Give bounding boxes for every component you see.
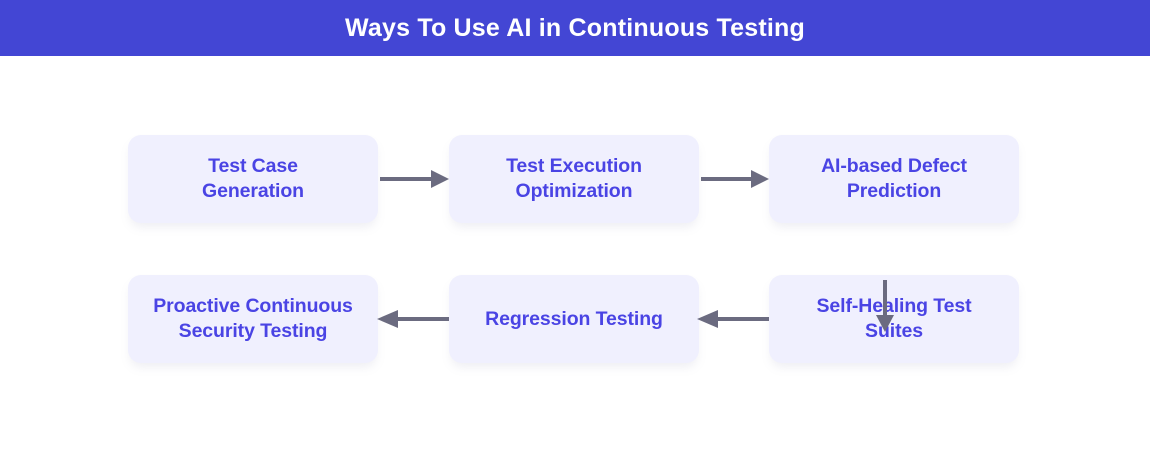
flow-node-label-line1: Proactive Continuous <box>153 295 353 318</box>
flow-node-label-line2: Suites <box>865 320 923 342</box>
arrow-left-icon <box>697 308 769 330</box>
flow-node-regression-testing[interactable]: Regression Testing <box>449 275 699 363</box>
flow-node-label: AI-based Defect Prediction <box>821 154 967 204</box>
flow-node-label-line1: Self-Healing Test <box>816 295 972 318</box>
flow-node-label: Test Case Generation <box>202 154 304 204</box>
flow-node-label-line2: Security Testing <box>178 320 328 342</box>
flow-node-label-line2: Generation <box>202 180 304 202</box>
flow-node-ai-based-defect-prediction[interactable]: AI-based Defect Prediction <box>769 135 1019 223</box>
arrow-left-icon <box>377 308 449 330</box>
header-banner: Ways To Use AI in Continuous Testing <box>0 0 1150 56</box>
flow-node-label: Regression Testing <box>485 307 663 332</box>
arrow-down-icon <box>874 280 896 332</box>
flowchart: Test Case Generation Test Execution Opti… <box>0 56 1150 451</box>
flow-node-test-case-generation[interactable]: Test Case Generation <box>128 135 378 223</box>
flow-node-label: Test Execution Optimization <box>506 154 642 204</box>
flow-node-test-execution-optimization[interactable]: Test Execution Optimization <box>449 135 699 223</box>
arrow-right-icon <box>380 168 449 190</box>
flow-node-label-line1: Regression Testing <box>485 307 663 330</box>
flow-node-label-line1: AI-based Defect <box>821 155 967 178</box>
flow-node-self-healing-test-suites[interactable]: Self-Healing Test Suites <box>769 275 1019 363</box>
flow-node-label: Proactive Continuous Security Testing <box>153 294 353 344</box>
flow-node-proactive-continuous-security-testing[interactable]: Proactive Continuous Security Testing <box>128 275 378 363</box>
flow-node-label-line1: Test Execution <box>506 155 642 178</box>
page-title: Ways To Use AI in Continuous Testing <box>345 13 805 42</box>
arrow-right-icon <box>701 168 769 190</box>
flow-node-label-line2: Prediction <box>846 180 942 202</box>
flow-node-label-line1: Test Case <box>208 155 298 178</box>
flow-node-label-line2: Optimization <box>515 180 633 202</box>
flow-node-label: Self-Healing Test Suites <box>816 294 971 344</box>
